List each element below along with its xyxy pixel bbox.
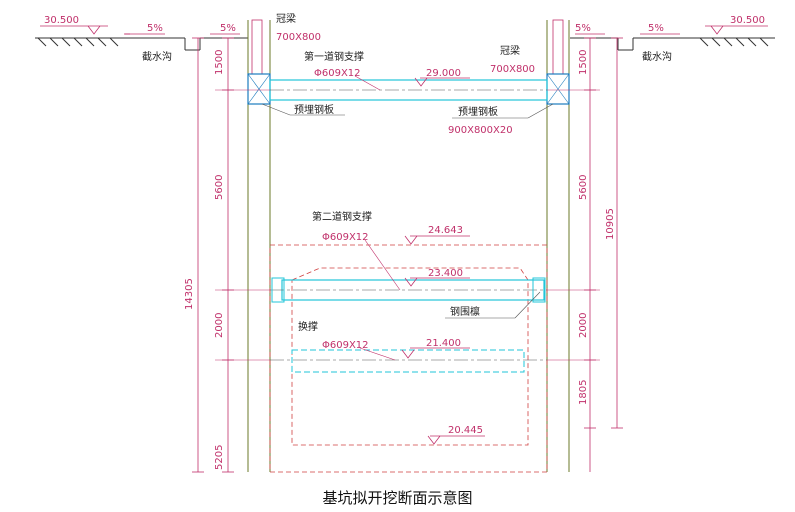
swap-support-strut xyxy=(270,349,547,373)
crown-beam-left-size: 700X800 xyxy=(276,32,321,43)
support2-top-elevation: 24.643 xyxy=(428,225,463,236)
support1-strut xyxy=(269,79,548,101)
swap-support-spec: Φ609X12 xyxy=(322,340,369,351)
slope-outer-left: 5% xyxy=(147,23,163,34)
ground-right xyxy=(570,37,775,51)
support2-label: 第二道钢支撑 xyxy=(312,210,372,223)
crown-beam-left-label: 冠梁 xyxy=(276,12,296,25)
bottom-elevation: 20.445 xyxy=(448,425,483,436)
right-dim-1: 1500 xyxy=(578,50,589,75)
dimension-line-left xyxy=(192,37,270,473)
elevation-marker-ground-left: 30.500 xyxy=(40,15,108,35)
right-dim-2: 5600 xyxy=(578,175,589,200)
crown-beam-right xyxy=(546,73,570,105)
waler-label: 钢围檩 xyxy=(450,305,480,318)
swap-support-label: 换撑 xyxy=(298,320,318,333)
inner-excavation-outline xyxy=(291,267,529,446)
left-dim-4: 2000 xyxy=(214,313,225,338)
support1-spec: Φ609X12 xyxy=(314,68,361,79)
right-dim-3: 10905 xyxy=(605,208,616,240)
right-dim-5: 1805 xyxy=(578,380,589,405)
embed-plate-right-label: 预埋钢板 xyxy=(458,105,498,118)
support2-top-elevation-marker: 24.643 xyxy=(404,225,470,245)
left-dim-5: 5205 xyxy=(214,445,225,470)
diagram-title: 基坑拟开挖断面示意图 xyxy=(322,489,473,507)
ground-right-elevation: 30.500 xyxy=(730,15,765,26)
left-dim-2: 5600 xyxy=(214,175,225,200)
left-dim-3: 14305 xyxy=(184,278,195,310)
support2-elevation: 23.400 xyxy=(428,268,463,279)
dimension-line-right xyxy=(547,37,623,472)
slope-inner-right: 5% xyxy=(575,23,591,34)
support2-spec: Φ609X12 xyxy=(322,232,369,243)
slope-outer-right: 5% xyxy=(648,23,664,34)
excavation-outline xyxy=(269,244,548,473)
ditch-left-label: 截水沟 xyxy=(142,50,172,63)
support1-label: 第一道钢支撑 xyxy=(304,50,364,63)
support1-elevation: 29.000 xyxy=(426,68,461,79)
ground-left xyxy=(35,37,248,51)
swap-support-elevation-marker: 21.400 xyxy=(401,338,470,359)
crown-beam-right-size: 700X800 xyxy=(490,64,535,75)
embed-plate-right-size: 900X800X20 xyxy=(448,125,513,136)
left-dim-1: 1500 xyxy=(214,50,225,75)
ground-left-elevation: 30.500 xyxy=(44,15,79,26)
support2-elevation-marker: 23.400 xyxy=(404,268,470,287)
support1-elevation-marker: 29.000 xyxy=(414,68,470,87)
elevation-marker-ground-right: 30.500 xyxy=(705,15,768,35)
right-dim-4: 2000 xyxy=(578,313,589,338)
ditch-right-label: 截水沟 xyxy=(642,50,672,63)
crown-beam-left xyxy=(247,73,271,105)
crown-beam-right-label: 冠梁 xyxy=(500,44,520,57)
support2-strut xyxy=(270,277,547,303)
retaining-wall-right xyxy=(546,20,570,472)
retaining-wall-left xyxy=(247,20,271,472)
swap-support-elevation: 21.400 xyxy=(426,338,461,349)
slope-inner-left: 5% xyxy=(220,23,236,34)
embed-plate-left-label: 预埋钢板 xyxy=(294,103,334,116)
bottom-elevation-marker: 20.445 xyxy=(427,425,485,445)
